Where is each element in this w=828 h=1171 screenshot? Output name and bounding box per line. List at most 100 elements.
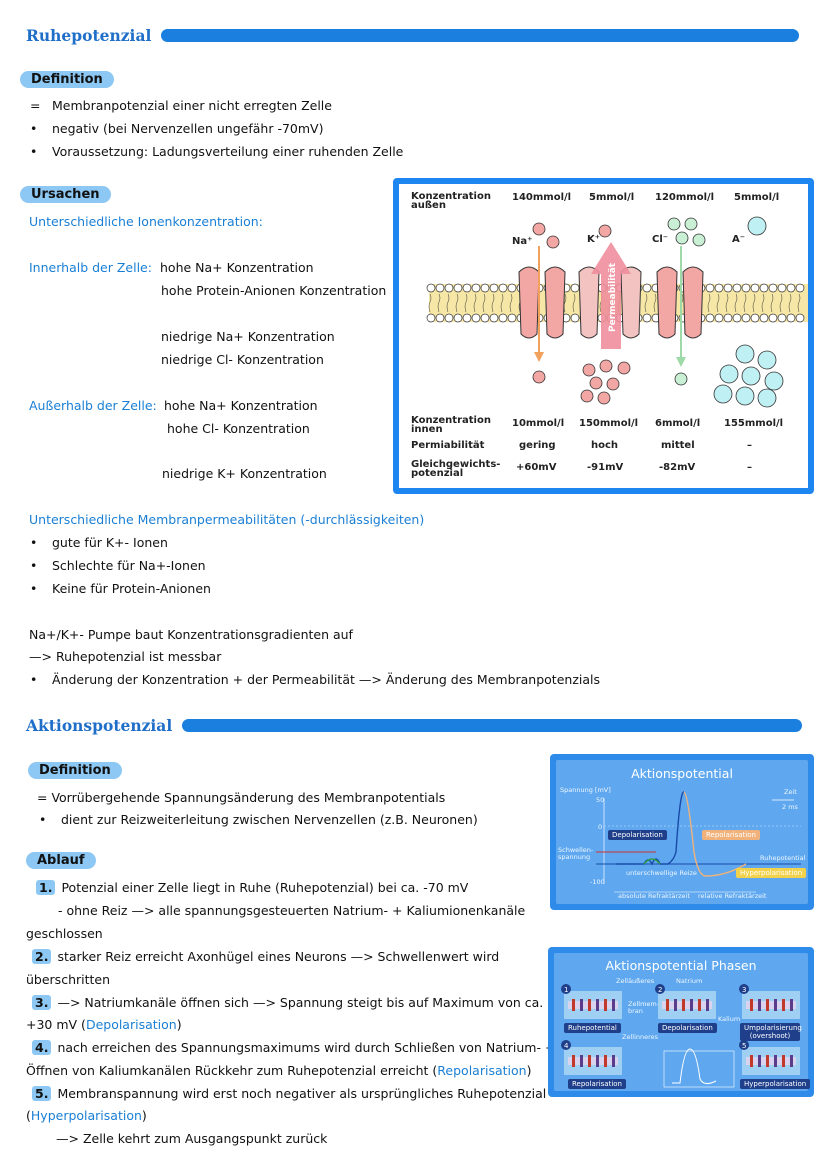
phase-channel [588, 1055, 591, 1067]
phase-membrane [568, 1057, 618, 1065]
ausserhalb-line: hohe Cl- Konzentration [167, 421, 310, 436]
lipid-head [795, 283, 805, 293]
ap-unterschwellig: unterschwellige Reize [626, 869, 697, 877]
lipid-tail [797, 293, 801, 313]
innerhalb-line: hohe Protein-Anionen Konzentration [161, 283, 387, 298]
lipid-head [642, 313, 652, 323]
phase-zellmembran: Zellmem-bran [628, 1000, 660, 1015]
gg-value: -91mV [587, 462, 624, 473]
innerhalb-line: hohe Na+ Konzentration [160, 260, 314, 275]
phase-channel [766, 999, 769, 1011]
ap-ylabel: Spannung [mV] [560, 786, 611, 794]
phase-channel [758, 1055, 761, 1067]
phase-zellaeusseres: Zelläußeres [616, 977, 655, 985]
lipid-tail [725, 293, 729, 313]
section-bar [182, 718, 803, 732]
lipid-head [750, 283, 760, 293]
lipid-tail [491, 293, 495, 313]
phase-channel [682, 999, 685, 1011]
step-text: +30 mV ( [26, 1017, 86, 1032]
ablauf-step-line: 5.Membranspannung wird erst noch negativ… [32, 1086, 546, 1101]
phase-channel [580, 1055, 583, 1067]
lipid-head [642, 283, 652, 293]
phase-channel [596, 999, 599, 1011]
ablauf-step-line: - ohne Reiz —> alle spannungsgesteuerten… [58, 903, 525, 918]
lipid-head [507, 313, 517, 323]
phase-label: Depolarisation [658, 1023, 717, 1033]
perm-line: Keine für Protein-Anionen [30, 581, 211, 596]
ap-schwelle: Schwellen-spannung [558, 846, 594, 861]
phase-label: Repolarisation [568, 1079, 626, 1089]
ap-repol-tag: Repolarisation [702, 830, 760, 840]
phase-channel [596, 1055, 599, 1067]
phase-natrium: Natrium [676, 977, 703, 985]
lipid-tail [752, 293, 756, 313]
lipid-tail [761, 293, 765, 313]
ap-curve [596, 791, 801, 893]
ap-y100: -100 [590, 878, 605, 886]
ap-y0: 0 [598, 823, 603, 831]
phase-number-circle [561, 1040, 571, 1050]
phase-number: 5 [742, 1042, 746, 1050]
phase-number-circle [561, 984, 571, 994]
ablauf-step-line: überschritten [26, 972, 110, 987]
phase-channel [758, 999, 761, 1011]
section-header-aktionspotenzial: Aktionspotenzial [26, 715, 803, 735]
lipid-tail [509, 293, 513, 313]
ion-label-a: A⁻ [732, 234, 746, 245]
phase-number: 2 [658, 986, 662, 994]
ap-rel-refr: relative Refraktärzeit [698, 892, 767, 900]
step-number-badge: 2. [32, 949, 52, 964]
innen-value: 150mmol/l [579, 418, 639, 429]
lipid-head [795, 313, 805, 323]
lipid-head [741, 283, 751, 293]
ion-label-k: K⁺ [587, 234, 601, 245]
lipid-head [714, 313, 724, 323]
lipid-tail [716, 293, 720, 313]
lipid-head [507, 283, 517, 293]
step-text-after: ) [526, 1063, 532, 1078]
step-term: Repolarisation [437, 1063, 527, 1078]
perm-line: Schlechte für Na+-Ionen [30, 558, 206, 573]
lipid-head [498, 283, 508, 293]
phase-channel [580, 999, 583, 1011]
lipid-tail [455, 293, 459, 313]
phase-number: 3 [742, 986, 746, 994]
phase-channel [588, 999, 591, 1011]
ablauf-step-line: —> Zelle kehrt zum Ausgangspunkt zurück [56, 1131, 327, 1146]
innen-value: 10mmol/l [512, 418, 565, 429]
perm-line: gute für K+- Ionen [30, 535, 168, 550]
gg-value: – [747, 462, 752, 473]
ion-label-cl: Cl⁻ [652, 234, 669, 245]
innen-value: 155mmol/l [724, 418, 784, 429]
ap-y50: 50 [596, 796, 605, 804]
ausserhalb-line: niedrige K+ Konzentration [162, 466, 327, 481]
ablauf-step-line: +30 mV (Depolarisation) [26, 1017, 182, 1032]
phase-channel [690, 999, 693, 1011]
step-text: ( [26, 1108, 31, 1123]
phase-channel [604, 1055, 607, 1067]
lipid-head [480, 313, 490, 323]
phase-channel [572, 999, 575, 1011]
phase-channel [572, 1055, 575, 1067]
aussen-value: 120mmol/l [655, 192, 715, 203]
aktion-def-line: = Vorrübergehende Spannungsänderung des … [37, 790, 446, 805]
pump-line: Na+/K+- Pumpe baut Konzentrationsgradien… [29, 627, 353, 642]
phase-channel [666, 999, 669, 1011]
messbar-line: —> Ruhepotenzial ist messbar [29, 649, 222, 664]
phase-zellinneres: Zellinneres [622, 1033, 659, 1041]
phase-membrane [662, 1001, 712, 1009]
lipid-head [768, 283, 778, 293]
phase-channel [750, 999, 753, 1011]
step-text: Potenzial einer Zelle liegt in Ruhe (Ruh… [61, 880, 469, 895]
lipid-tail [428, 293, 432, 313]
lipid-head [786, 283, 796, 293]
lipid-tail [500, 293, 504, 313]
lipid-tail [644, 293, 648, 313]
phase-channel [750, 1055, 753, 1067]
lipid-tail [482, 293, 486, 313]
section-header-ruhepotenzial: Ruhepotenzial [26, 25, 800, 45]
lipid-head [453, 313, 463, 323]
lipid-tail [653, 293, 657, 313]
